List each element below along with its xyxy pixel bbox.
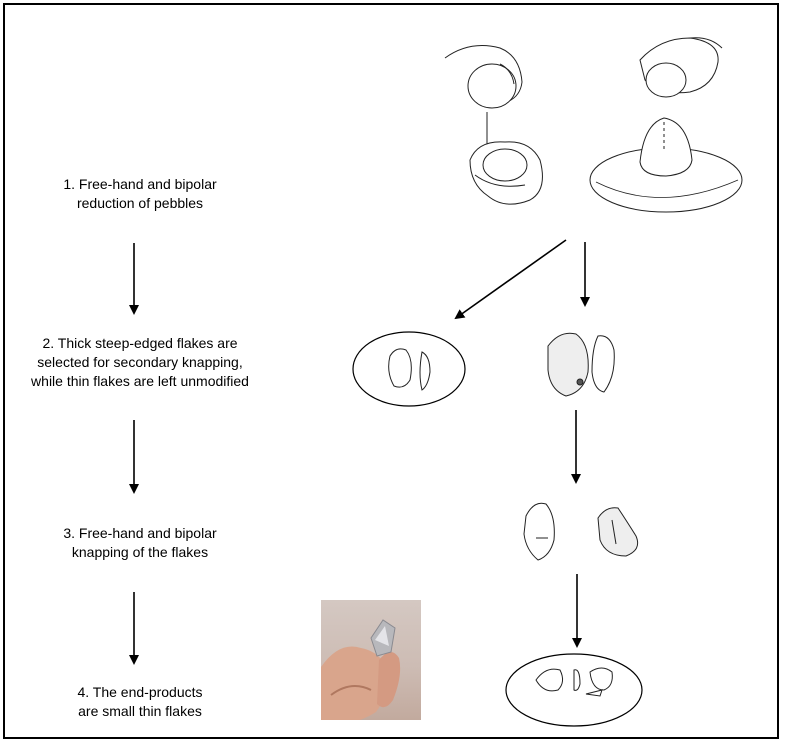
step-3-text: 3. Free-hand and bipolar knapping of the… <box>20 524 260 562</box>
small-flake-1 <box>535 668 564 692</box>
step-1-text: 1. Free-hand and bipolar reduction of pe… <box>20 175 260 213</box>
knapped-flake-1 <box>523 502 555 561</box>
finger-crease <box>330 685 372 696</box>
step-2-line-3: while thin flakes are left unmodified <box>31 373 249 389</box>
thick-flake-dorsal <box>547 332 589 397</box>
free-hand-reduction-illustration <box>444 45 543 205</box>
unmodified-thin-flakes-group <box>352 331 466 407</box>
palm-line <box>474 174 526 187</box>
step-3-line-2: knapping of the flakes <box>71 544 209 560</box>
knapped-flakes-group <box>523 502 639 561</box>
end-products-group <box>505 653 643 727</box>
arrow-to-thin-flakes <box>454 239 567 320</box>
thin-flake-1 <box>388 348 412 388</box>
step-2-line-2: selected for secondary knapping, <box>37 354 243 370</box>
thin-flake-2 <box>419 351 431 391</box>
anvil-shading <box>595 179 739 198</box>
step-3-line-1: 3. Free-hand and bipolar <box>63 525 217 541</box>
cortex-mark <box>576 378 584 386</box>
diagram-frame <box>3 3 779 739</box>
thumb-shape <box>377 651 401 708</box>
step-2-text: 2. Thick steep-edged flakes are selected… <box>20 334 260 391</box>
thick-flake-profile <box>591 335 615 393</box>
step-1-line-1: 1. Free-hand and bipolar <box>63 176 217 192</box>
flake-photo-drawing <box>321 619 401 720</box>
small-flake-2 <box>573 669 581 691</box>
flake-highlight <box>375 626 389 646</box>
bipolar-core <box>639 117 693 177</box>
knapped-flake-2-ridge <box>611 519 617 545</box>
bipolar-hammer-pebble <box>645 62 687 98</box>
hammer-pebble <box>467 63 517 109</box>
wrist-line <box>689 37 723 49</box>
finger-shape <box>321 646 388 720</box>
step-1-line-2: reduction of pebbles <box>76 195 204 211</box>
small-flake-3 <box>589 667 613 691</box>
step-4-text: 4. The end-products are small thin flake… <box>20 683 260 721</box>
step-4-line-1: 4. The end-products <box>77 684 203 700</box>
flake-photo <box>321 600 421 720</box>
core-pebble <box>482 148 528 182</box>
step-2-line-1: 2. Thick steep-edged flakes are <box>42 335 238 351</box>
step-4-line-2: are small thin flakes <box>78 703 202 719</box>
knapped-flake-2 <box>597 507 639 557</box>
small-flake-4 <box>585 689 603 697</box>
bipolar-reduction-illustration <box>589 37 743 213</box>
finger-line <box>499 63 515 85</box>
thick-flakes-group <box>547 332 615 397</box>
